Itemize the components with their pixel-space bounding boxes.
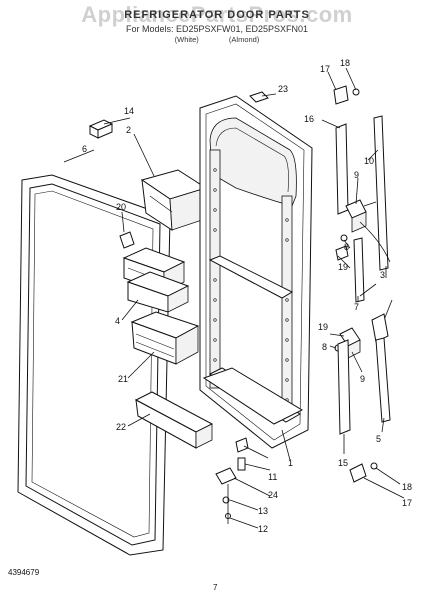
part-6-door-gasket	[17, 174, 171, 556]
diagram-title: REFRIGERATOR DOOR PARTS	[124, 9, 310, 21]
callout-18-top: 18	[340, 58, 350, 68]
document-number: 4394679	[8, 568, 40, 577]
part-16-trim	[335, 123, 349, 215]
door-liner-assembly	[199, 95, 313, 449]
callout-labels: 1 2 3 4 5 6 7 8 8 9 9 10 11 12 13 14 15 …	[82, 58, 412, 534]
callout-6: 6	[82, 144, 87, 154]
model-numbers: For Models: ED25PSXFW01, ED25PSXFN01	[125, 24, 309, 34]
leader-lines	[63, 67, 405, 529]
color-almond-label: (Almond)	[228, 35, 260, 44]
part-20-cover	[119, 231, 135, 249]
callout-19-upper: 19	[338, 262, 348, 272]
part-17-18-bottom	[349, 462, 378, 483]
callout-12: 12	[258, 524, 268, 534]
model-colors: (White) (Almond)	[0, 35, 434, 44]
callout-21: 21	[118, 374, 128, 384]
callout-19-lower: 19	[318, 322, 328, 332]
part-3-bracket	[359, 221, 393, 321]
part-5-lower-handle	[375, 337, 391, 423]
upper-hinge-group	[335, 199, 377, 303]
callout-13: 13	[258, 506, 268, 516]
callout-9-upper: 9	[354, 170, 359, 180]
callout-17-top: 17	[320, 64, 330, 74]
callout-14: 14	[124, 106, 134, 116]
callout-15: 15	[338, 458, 348, 468]
callout-18-bottom: 18	[402, 482, 412, 492]
part-21-lower-bin	[130, 311, 200, 365]
callout-7: 7	[354, 302, 359, 312]
callout-1: 1	[288, 458, 293, 468]
callout-22: 22	[116, 422, 126, 432]
callout-24: 24	[268, 490, 278, 500]
callout-10: 10	[364, 156, 374, 166]
part-4-upper-bin	[122, 247, 190, 313]
part-10-handle	[373, 115, 389, 271]
callout-20: 20	[116, 202, 126, 212]
callout-11: 11	[268, 472, 277, 482]
callout-8-upper: 8	[344, 242, 349, 252]
part-23-badge	[249, 91, 269, 103]
callout-3: 3	[380, 270, 385, 280]
part-17-18-top	[333, 85, 360, 105]
page-number: 7	[213, 583, 218, 592]
callout-8-lower: 8	[322, 342, 327, 352]
callout-5: 5	[376, 434, 381, 444]
callout-16: 16	[304, 114, 314, 124]
watermark-text: AppliancePartsPros.com	[81, 2, 353, 27]
callout-17-bottom: 17	[402, 498, 412, 508]
callout-9-lower: 9	[360, 374, 365, 384]
callout-23: 23	[278, 84, 288, 94]
part-22-bottom-bin	[134, 391, 214, 449]
part-14-clip	[88, 119, 114, 139]
bottom-hinge-parts	[215, 437, 249, 524]
part-15-lower-trim	[337, 339, 351, 435]
callout-4: 4	[115, 316, 120, 326]
color-white-label: (White)	[174, 35, 199, 44]
callout-2: 2	[126, 125, 131, 135]
